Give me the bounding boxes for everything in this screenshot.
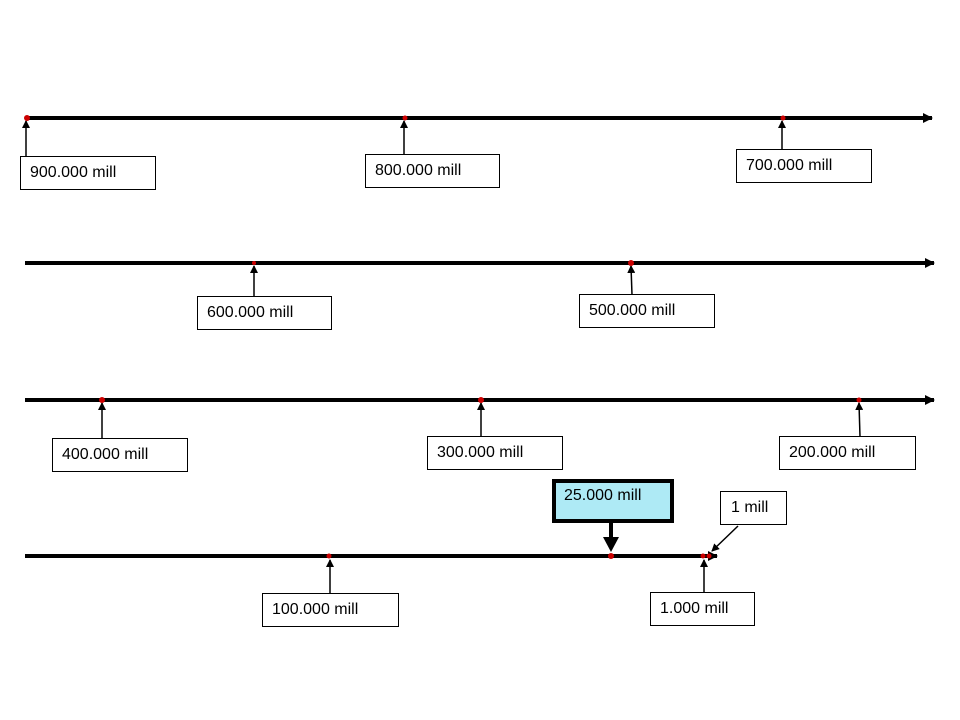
marker-1 [706,553,712,559]
label-1000-mill: 1.000 mill [650,592,755,626]
label-400-mill: 400.000 mill [52,438,188,472]
label-100-mill: 100.000 mill [262,593,399,627]
pointer-25-arrowhead [603,537,619,552]
label-200-mill: 200.000 mill [779,436,916,470]
label-600-mill: 600.000 mill [197,296,332,330]
label-800-mill: 800.000 mill [365,154,500,188]
marker-600 [252,261,256,265]
marker-400 [99,397,105,403]
marker-800 [402,115,408,121]
marker-200 [856,397,862,403]
marker-300 [478,397,484,403]
marker-100 [326,553,332,559]
label-500-mill: 500.000 mill [579,294,715,328]
marker-500 [628,260,634,266]
label-700-mill: 700.000 mill [736,149,872,183]
marker-1000 [700,553,706,559]
pointer-200 [855,402,864,438]
marker-25 [608,553,614,559]
label-25-mill-highlight: 25.000 mill [552,479,674,523]
label-300-mill: 300.000 mill [427,436,563,470]
label-900-mill: 900.000 mill [20,156,156,190]
label-1-mill: 1 mill [720,491,787,525]
marker-700 [780,115,786,121]
pointer-1 [711,525,739,552]
marker-900 [24,115,30,121]
pointer-500 [627,265,636,296]
